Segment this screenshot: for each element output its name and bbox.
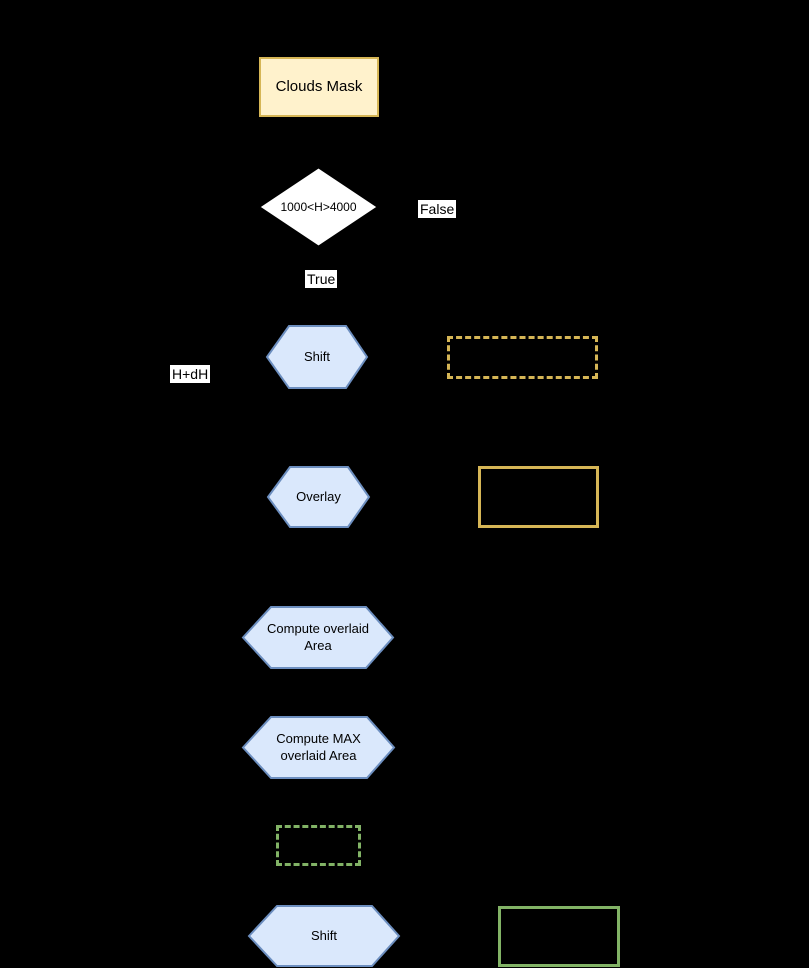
- node-decision-height-range[interactable]: 1000<H>4000: [259, 167, 378, 247]
- edge-label-true: True: [305, 270, 338, 288]
- node-shift-2-label: Shift: [310, 927, 337, 943]
- node-overlay-label: Overlay: [296, 488, 341, 504]
- node-overlay[interactable]: Overlay: [266, 466, 371, 528]
- node-decision-label: 1000<H>4000: [280, 199, 357, 214]
- node-compute-max-overlaid-area[interactable]: Compute MAX overlaid Area: [241, 716, 396, 779]
- hexagon-shape-icon: [247, 905, 401, 967]
- node-dashed-yellow-rect[interactable]: [447, 336, 598, 379]
- node-clouds-mask[interactable]: Clouds Mask: [259, 57, 379, 117]
- hexagon-shape-icon: [266, 466, 371, 528]
- hexagon-shape-icon: [265, 325, 369, 389]
- node-solid-green-rect[interactable]: [498, 906, 620, 967]
- hexagon-shape-icon: [241, 716, 396, 779]
- node-shift-1[interactable]: Shift: [265, 325, 369, 389]
- node-dashed-green-rect[interactable]: [276, 825, 361, 866]
- node-shift-1-label: Shift: [303, 348, 330, 364]
- node-compute-overlaid-area-label: Compute overlaid Area: [267, 621, 369, 653]
- node-compute-overlaid-area[interactable]: Compute overlaid Area: [241, 606, 395, 669]
- hexagon-shape-icon: [241, 606, 395, 669]
- node-clouds-mask-label: Clouds Mask: [275, 77, 363, 95]
- edge-label-false: False: [418, 200, 457, 218]
- node-solid-yellow-rect[interactable]: [478, 466, 599, 528]
- node-shift-2[interactable]: Shift: [247, 905, 401, 967]
- edge-label-h-plus-dh: H+dH: [170, 365, 211, 383]
- diamond-shape-icon: [259, 167, 378, 247]
- node-compute-max-overlaid-area-label: Compute MAX overlaid Area: [276, 731, 361, 763]
